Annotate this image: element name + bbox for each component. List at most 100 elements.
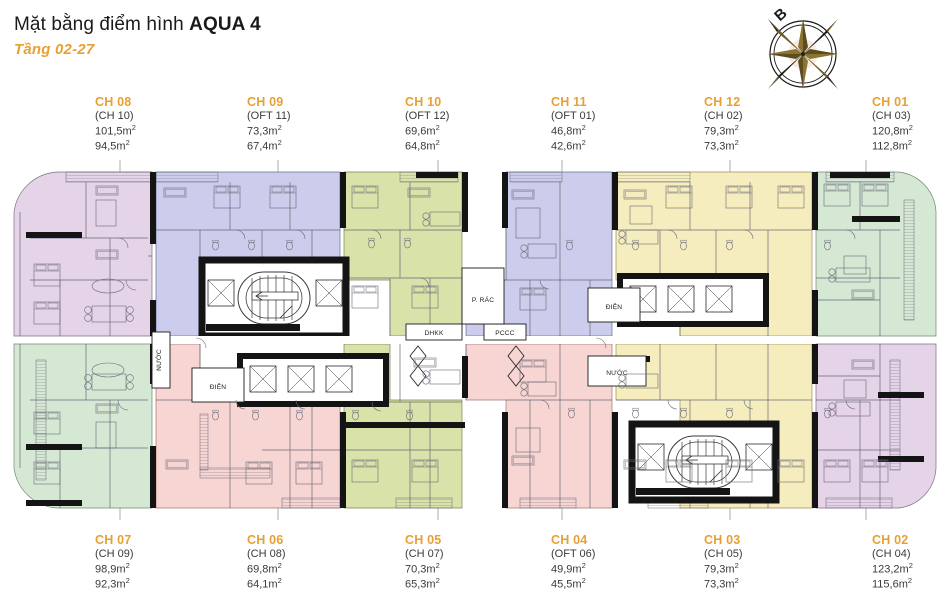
unit-area-net: 92,3m2	[95, 575, 130, 591]
room-tag-prac: P. RÁC	[472, 295, 494, 304]
unit-area-net: 45,5m2	[551, 575, 586, 591]
unit-label-top-4[interactable]: CH 12 (CH 02) 79,3m2 73,3m2	[704, 95, 824, 153]
stair-left	[237, 271, 311, 325]
unit-code: CH 02	[872, 533, 909, 547]
service-room-pccc[interactable]: PCCC	[483, 323, 527, 341]
compass-north-label: B	[771, 5, 791, 25]
unit-alt: (CH 05)	[704, 548, 743, 561]
corridor-markers	[409, 345, 525, 387]
unit-area-gross: 73,3m2	[247, 122, 282, 138]
unit-code: CH 11	[551, 95, 587, 109]
unit-area-gross: 49,9m2	[551, 560, 586, 576]
grid-lines	[119, 160, 867, 520]
page-title-project: AQUA 4	[189, 14, 261, 35]
unit-area-gross: 79,3m2	[704, 122, 739, 138]
service-room-dien-left[interactable]: ĐIỆN	[191, 367, 245, 403]
room-tag-dhkk: DHKK	[424, 330, 444, 337]
room-tag-dien-left: ĐIỆN	[210, 382, 227, 391]
elevator-icon	[287, 365, 315, 393]
elevator-icon	[705, 285, 733, 313]
unit-area-net: 64,8m2	[405, 137, 440, 153]
compass-rose-icon: B	[748, 2, 846, 100]
unit-label-bottom-1[interactable]: CH 06 (CH 08) 69,8m2 64,1m2	[247, 533, 367, 591]
unit-label-top-1[interactable]: CH 09 (OFT 11) 73,3m2 67,4m2	[247, 95, 367, 153]
unit-label-top-0[interactable]: CH 08 (CH 10) 101,5m2 94,5m2	[95, 95, 215, 153]
unit-alt: (CH 07)	[405, 548, 444, 561]
unit-label-bottom-4[interactable]: CH 03 (CH 05) 79,3m2 73,3m2	[704, 533, 824, 591]
unit-area-ch07[interactable]	[13, 343, 153, 509]
unit-alt: (CH 03)	[872, 110, 911, 123]
unit-code: CH 06	[247, 533, 284, 547]
service-room-prac[interactable]: P. RÁC	[461, 267, 505, 325]
unit-alt: (CH 09)	[95, 548, 134, 561]
unit-alt: (CH 08)	[247, 548, 286, 561]
unit-area-ch08[interactable]	[13, 171, 153, 337]
unit-area-ch02[interactable]	[815, 343, 937, 509]
page-title: Mặt bằng điểm hình AQUA 4	[14, 14, 261, 36]
unit-area-gross: 123,2m2	[872, 560, 913, 576]
service-room-dhkk[interactable]: DHKK	[405, 323, 463, 341]
unit-area-net: 73,3m2	[704, 137, 739, 153]
unit-alt: (CH 10)	[95, 110, 134, 123]
unit-area-net: 115,6m2	[872, 575, 913, 591]
lift-bank-upper-right[interactable]	[617, 273, 769, 327]
unit-area-gross: 101,5m2	[95, 122, 136, 138]
unit-area-gross: 120,8m2	[872, 122, 913, 138]
service-room-nuoc-right[interactable]: NƯỚC	[587, 355, 647, 387]
unit-alt: (CH 04)	[872, 548, 911, 561]
unit-code: CH 03	[704, 533, 741, 547]
unit-area-gross: 46,8m2	[551, 122, 586, 138]
unit-label-bottom-0[interactable]: CH 07 (CH 09) 98,9m2 92,3m2	[95, 533, 215, 591]
core-left[interactable]	[198, 256, 350, 340]
unit-code: CH 09	[247, 95, 284, 109]
unit-alt: (OFT 12)	[405, 110, 450, 123]
title-block: Mặt bằng điểm hình AQUA 4 Tầng 02-27	[14, 14, 261, 58]
unit-label-bottom-5[interactable]: CH 02 (CH 04) 123,2m2 115,6m2	[872, 533, 950, 591]
unit-code: CH 05	[405, 533, 442, 547]
unit-code: CH 12	[704, 95, 741, 109]
unit-label-top-3[interactable]: CH 11 (OFT 01) 46,8m2 42,6m2	[551, 95, 671, 153]
unit-label-top-2[interactable]: CH 10 (OFT 12) 69,6m2 64,8m2	[405, 95, 525, 153]
unit-label-bottom-2[interactable]: CH 05 (CH 07) 70,3m2 65,3m2	[405, 533, 525, 591]
page-title-prefix: Mặt bằng điểm hình	[14, 14, 190, 35]
elevator-icon	[667, 285, 695, 313]
unit-label-top-5[interactable]: CH 01 (CH 03) 120,8m2 112,8m2	[872, 95, 950, 153]
page-subtitle: Tầng 02-27	[14, 41, 95, 58]
unit-alt: (OFT 01)	[551, 110, 596, 123]
room-tag-nuoc-right: NƯỚC	[606, 368, 628, 377]
service-room-dien-right[interactable]: ĐIỆN	[587, 287, 641, 323]
unit-code: CH 08	[95, 95, 132, 109]
service-room-nuoc-left[interactable]: NƯỚC	[151, 331, 171, 389]
unit-code: CH 07	[95, 533, 132, 547]
unit-code: CH 04	[551, 533, 588, 547]
floor-plan-drawing[interactable]: DHKK PCCC P. RÁC ĐIỆN ĐIỆN NƯỚC NƯỚC	[0, 160, 950, 520]
unit-area-net: 42,6m2	[551, 137, 586, 153]
unit-area-gross: 69,8m2	[247, 560, 282, 576]
room-tag-nuoc-left: NƯỚC	[154, 349, 163, 371]
dining-sets	[84, 211, 871, 417]
core-right[interactable]	[628, 420, 780, 504]
unit-area-net: 94,5m2	[95, 137, 130, 153]
unit-label-bottom-3[interactable]: CH 04 (OFT 06) 49,9m2 45,5m2	[551, 533, 671, 591]
unit-code: CH 10	[405, 95, 442, 109]
door-swings	[117, 229, 856, 412]
unit-alt: (CH 02)	[704, 110, 743, 123]
unit-area-net: 112,8m2	[872, 137, 913, 153]
unit-area-ch10[interactable]	[343, 171, 463, 337]
unit-alt: (OFT 11)	[247, 110, 291, 123]
unit-area-net: 64,1m2	[247, 575, 282, 591]
central-corridor	[152, 336, 812, 428]
room-tag-pccc: PCCC	[495, 330, 515, 337]
elevator-icon	[325, 365, 353, 393]
unit-alt: (OFT 06)	[551, 548, 596, 561]
floor-plan-svg[interactable]: DHKK PCCC P. RÁC ĐIỆN ĐIỆN NƯỚC NƯỚC	[0, 160, 950, 520]
unit-code: CH 01	[872, 95, 909, 109]
unit-area-gross: 79,3m2	[704, 560, 739, 576]
unit-area-gross: 98,9m2	[95, 560, 130, 576]
elevator-right-1	[637, 443, 665, 471]
lift-bank-lower-left[interactable]	[237, 353, 389, 407]
unit-area-net: 73,3m2	[704, 575, 739, 591]
unit-area-ch01[interactable]	[815, 171, 937, 337]
furniture-group	[33, 183, 889, 485]
room-tag-dien-right: ĐIỆN	[606, 302, 623, 311]
